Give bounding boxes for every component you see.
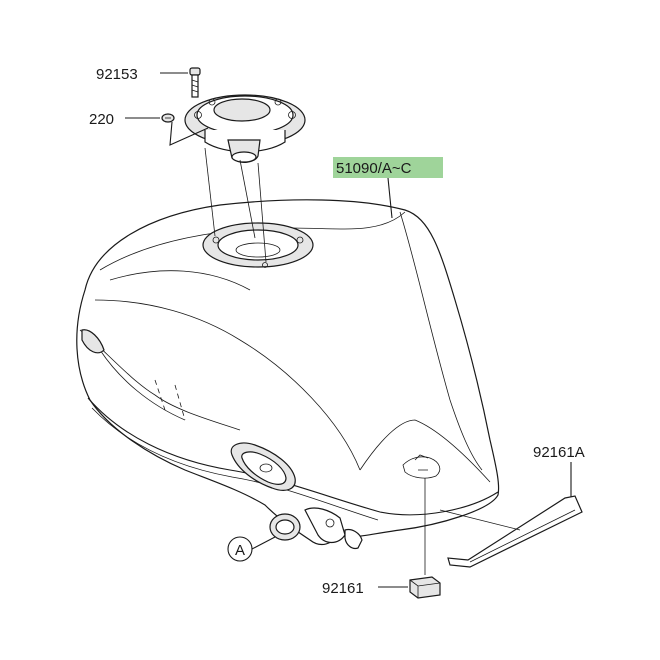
front-bracket <box>81 329 105 354</box>
screw-220 <box>161 113 175 123</box>
strap-explode-line <box>439 509 521 531</box>
label-92161: 92161 <box>322 580 364 597</box>
hidden-lines <box>154 379 186 421</box>
fuel-tank <box>76 199 500 550</box>
label-220: 220 <box>89 111 114 128</box>
tank-front-contour <box>109 270 251 291</box>
filler-opening <box>202 222 314 268</box>
label-92153: 92153 <box>96 66 138 83</box>
label-51090-highlight <box>333 157 443 178</box>
tank-lower-edge <box>87 397 499 516</box>
knee-recess-2 <box>99 349 186 421</box>
tank-lower-edge-2 <box>91 407 379 521</box>
leader-51090 <box>387 177 393 219</box>
rear-bracket <box>402 454 441 479</box>
tank-rear-contour <box>359 419 491 483</box>
leader-220-to-cap <box>169 121 209 146</box>
tank-rear-ridge <box>399 211 483 471</box>
strap-92161A <box>447 495 583 568</box>
label-51090: 51090/A~C <box>336 160 412 177</box>
explode-lines <box>204 147 267 263</box>
fuel-cap <box>184 94 306 163</box>
tank-side-contour <box>94 299 361 471</box>
pad-92161 <box>409 576 441 599</box>
bolt-92153 <box>189 67 201 98</box>
side-opening <box>230 442 296 491</box>
label-ref-a: A <box>235 542 245 559</box>
mounting-tab <box>304 507 363 550</box>
grommet-a <box>269 513 301 541</box>
leader-a <box>251 536 276 550</box>
label-92161A: 92161A <box>533 444 585 461</box>
ref-callout-a: A <box>227 536 253 562</box>
